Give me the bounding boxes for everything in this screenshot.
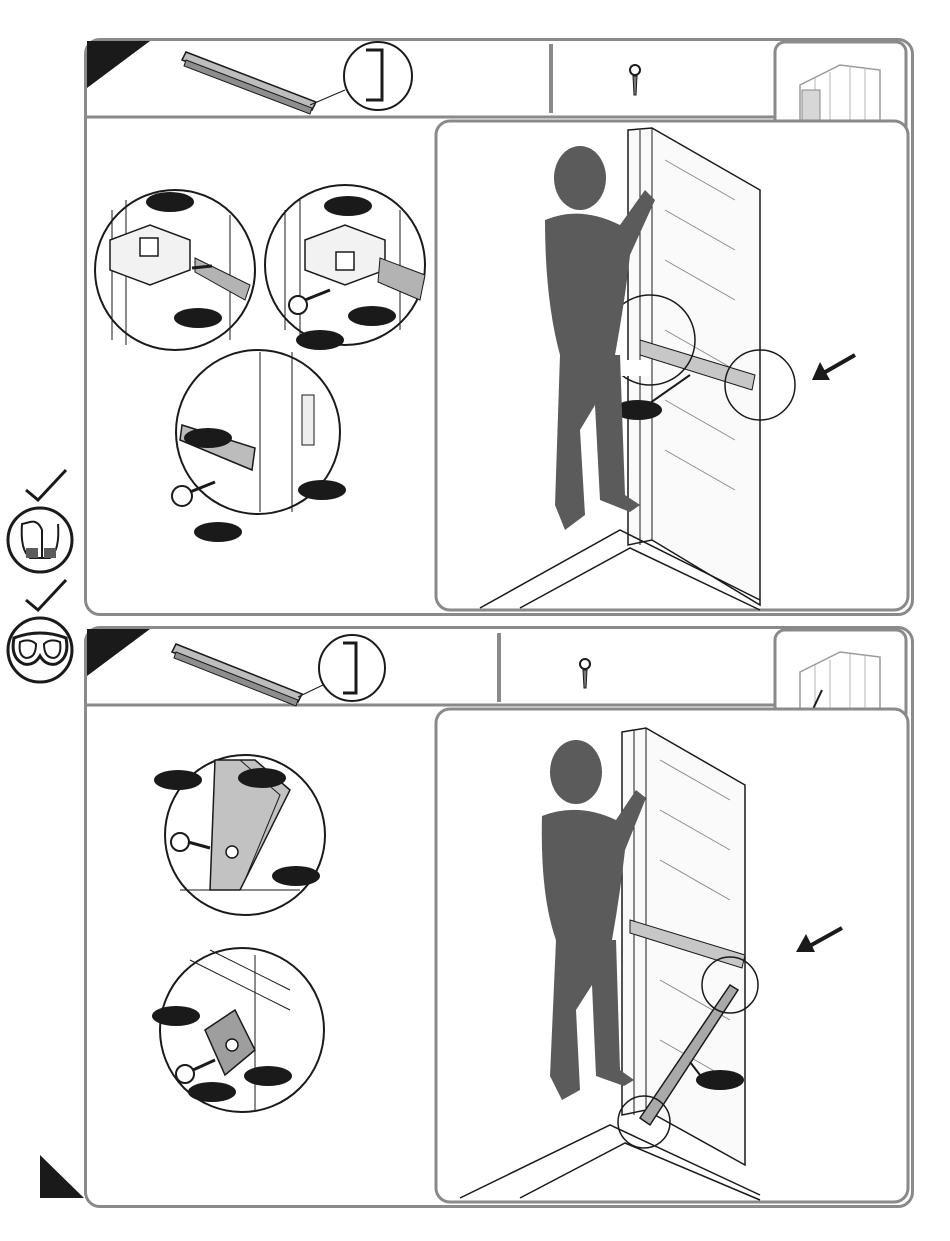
rail-profile-part bbox=[172, 635, 385, 706]
callout bbox=[154, 770, 202, 790]
detail-circle-4 bbox=[154, 755, 325, 915]
page-corner-marker bbox=[40, 1155, 84, 1198]
screw-part bbox=[580, 659, 590, 688]
detail-circle-5 bbox=[152, 948, 324, 1112]
callout bbox=[238, 768, 286, 788]
callout bbox=[188, 1082, 236, 1102]
callout bbox=[272, 866, 320, 886]
callout bbox=[244, 1066, 292, 1086]
callout bbox=[152, 1006, 200, 1026]
callout bbox=[696, 1070, 744, 1090]
step-marker bbox=[87, 629, 150, 676]
